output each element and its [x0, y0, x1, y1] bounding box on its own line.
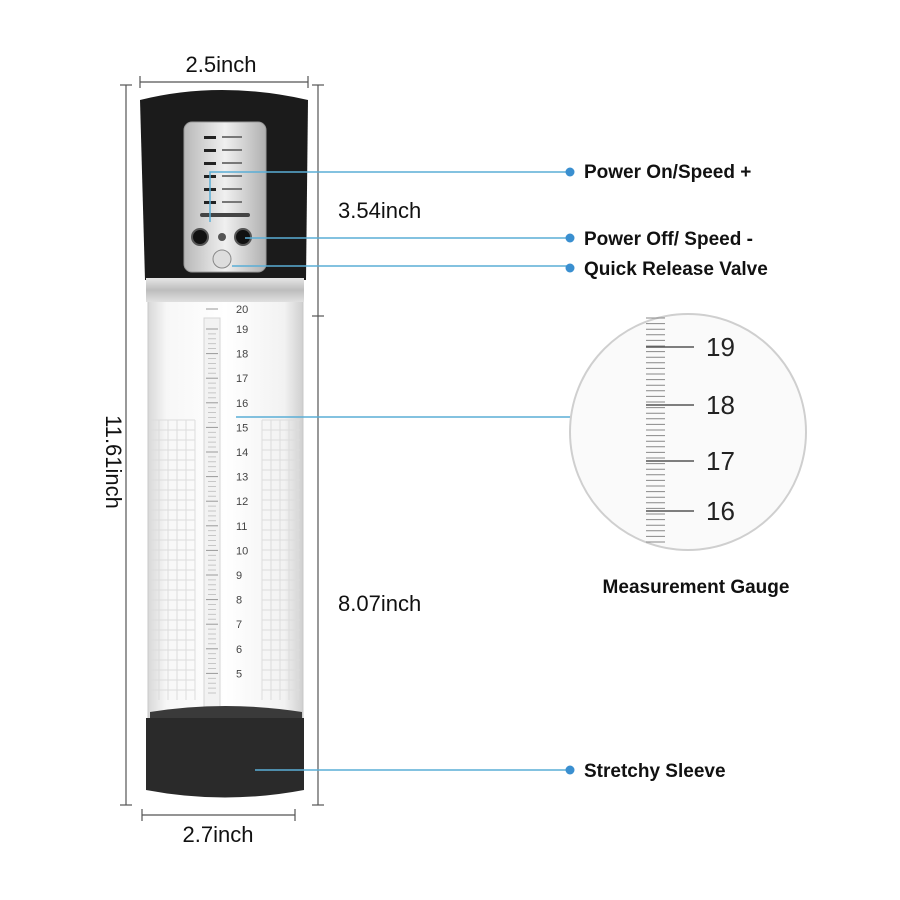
callout-dot: [565, 765, 575, 775]
top-width-label: 2.5inch: [186, 52, 257, 77]
bottom-width-label: 2.7inch: [183, 822, 254, 847]
stretchy-sleeve: [146, 718, 304, 798]
total-height-label: 11.61inch: [101, 415, 126, 509]
power-on-button[interactable]: [191, 228, 209, 246]
gauge-number: 17: [706, 446, 735, 476]
scale-label: 20: [236, 304, 248, 316]
scale-label: 13: [236, 472, 248, 484]
head-height-label: 3.54inch: [338, 198, 421, 223]
callout-dot: [565, 233, 575, 243]
callout-dot: [565, 263, 575, 273]
scale-label: 5: [236, 668, 242, 680]
scale-label: 19: [236, 324, 248, 336]
scale-label: 6: [236, 644, 242, 656]
scale-strip: [203, 317, 221, 709]
gauge-number: 16: [706, 496, 735, 526]
scale-label: 16: [236, 398, 248, 410]
scale-label: 18: [236, 349, 248, 361]
release-valve-button[interactable]: [212, 249, 232, 269]
silver-ring: [146, 278, 304, 302]
gauge-ticks: [646, 317, 694, 543]
top-width-dimension: [139, 76, 309, 88]
height-dimension: [120, 84, 324, 806]
sleeve-top: [150, 706, 302, 720]
scale-label: 10: [236, 545, 248, 557]
scale-label: 15: [236, 422, 248, 434]
gauge-number: 19: [706, 332, 735, 362]
tube-height-label: 8.07inch: [338, 591, 421, 616]
gauge-number: 18: [706, 390, 735, 420]
indicator-light: [218, 233, 226, 241]
callout-power-off: Power Off/ Speed -: [584, 229, 753, 250]
scale-label: 8: [236, 595, 242, 607]
tube-scale: 20 19 18 17 16 15 14 13 12 11 10 9 8 7 6 5: [206, 304, 248, 694]
callout-dot: [565, 167, 575, 177]
scale-label: 9: [236, 570, 242, 582]
scale-label: 17: [236, 373, 248, 385]
callout-release-valve: Quick Release Valve: [584, 259, 768, 280]
grip-pattern: [149, 419, 300, 700]
control-panel: [183, 121, 267, 273]
magnified-gauge: [569, 313, 807, 551]
callout-sleeve: Stretchy Sleeve: [584, 761, 726, 782]
scale-label: 14: [236, 447, 248, 459]
callout-power-on: Power On/Speed +: [584, 162, 751, 183]
scale-label: 11: [236, 521, 247, 533]
bottom-width-dimension: [141, 809, 296, 821]
power-off-button[interactable]: [234, 228, 252, 246]
callout-lines: [209, 171, 570, 771]
gauge-caption: Measurement Gauge: [603, 577, 790, 598]
scale-label: 12: [236, 496, 248, 508]
scale-label: 7: [236, 619, 242, 631]
